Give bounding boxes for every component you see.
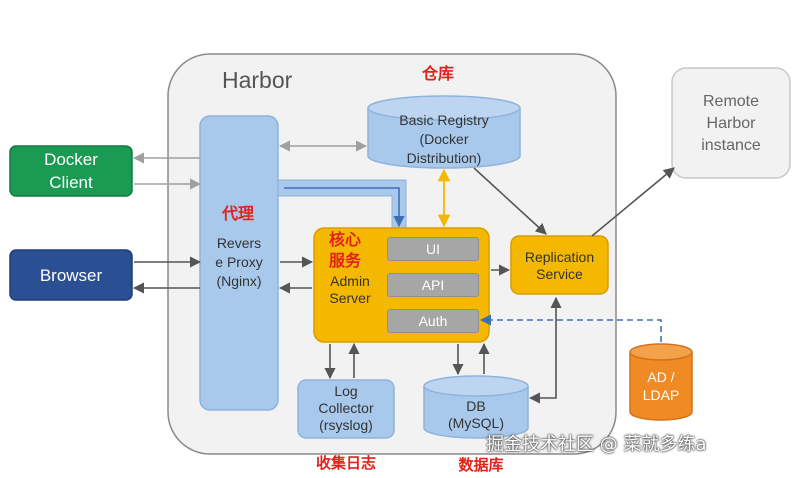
db-line-2: (MySQL)	[448, 415, 504, 431]
api-chip: API	[387, 273, 479, 297]
remote-harbor-line-1: Remote	[702, 93, 760, 110]
log-collector-box	[297, 379, 395, 439]
reverse-proxy-label: Revers e Proxy (Nginx)	[200, 234, 278, 291]
browser-label: Browser	[39, 266, 103, 285]
basic-registry-line-2: (Docker	[419, 131, 469, 147]
core-service-label: 核心 服务	[322, 229, 368, 271]
proxy-label: 代理	[221, 204, 254, 223]
basic-registry-line-3: Distribution)	[406, 150, 482, 166]
log-collector-label: Log Collector (rsyslog)	[298, 383, 394, 434]
log-collector-line-2: Collector	[318, 400, 374, 416]
watermark-text: 掘金技术社区 @ 菜就多练a	[486, 434, 707, 455]
arrow-replication-remote	[591, 167, 675, 237]
docker-client-line-1: Docker	[44, 150, 98, 169]
log-collector-line-3: (rsyslog)	[319, 417, 373, 433]
log-collector-line-1: Log	[334, 383, 358, 399]
reverse-proxy-line-2: e Proxy	[215, 254, 263, 270]
ui-chip: UI	[387, 237, 479, 261]
ad-ldap-line-2: LDAP	[642, 387, 680, 403]
remote-harbor-label: Remote Harbor instance	[672, 91, 790, 157]
ad-ldap-line-1: AD /	[647, 369, 675, 385]
basic-registry-cylinder	[367, 95, 521, 169]
docker-client-box	[9, 145, 133, 197]
remote-harbor-box	[671, 67, 791, 179]
admin-server-line-1: Admin	[330, 273, 370, 289]
core-service-line-2: 服务	[328, 251, 361, 270]
proxy-admin-arrow	[284, 187, 405, 228]
log-collect-label: 收集日志	[315, 454, 376, 472]
core-service-line-1: 核心	[328, 230, 361, 249]
ad-ldap-label: AD / LDAP	[630, 368, 692, 404]
browser-box	[9, 249, 133, 301]
admin-server-label: Admin Server	[320, 273, 380, 307]
replication-line-2: Service	[536, 266, 583, 282]
db-line-1: DB	[466, 398, 486, 414]
remote-harbor-line-2: Harbor	[706, 115, 756, 132]
ad-ldap-cylinder	[629, 343, 693, 421]
db-cylinder	[423, 375, 529, 439]
harbor-title: Harbor	[222, 67, 293, 93]
docker-client-line-2: Client	[49, 173, 93, 192]
admin-server-line-2: Server	[329, 290, 371, 306]
remote-harbor-line-3: instance	[701, 137, 761, 154]
basic-registry-label: Basic Registry (Docker Distribution)	[368, 111, 520, 168]
docker-client-label: Docker Client	[10, 148, 132, 194]
db-label: DB (MySQL)	[424, 398, 528, 432]
basic-registry-line-1: Basic Registry	[399, 112, 489, 128]
database-label: 数据库	[458, 456, 504, 474]
reverse-proxy-line-1: Revers	[216, 235, 262, 251]
arrow-db-replication	[528, 296, 562, 404]
replication-service-box	[510, 235, 609, 295]
auth-chip: Auth	[387, 309, 479, 333]
reverse-proxy-line-3: (Nginx)	[216, 273, 262, 289]
replication-line-1: Replication	[524, 249, 595, 265]
replication-service-label: Replication Service	[511, 249, 608, 283]
warehouse-label: 仓库	[421, 64, 454, 83]
arrow-ldap-auth	[479, 314, 662, 342]
arrow-registry-replication	[473, 167, 547, 235]
